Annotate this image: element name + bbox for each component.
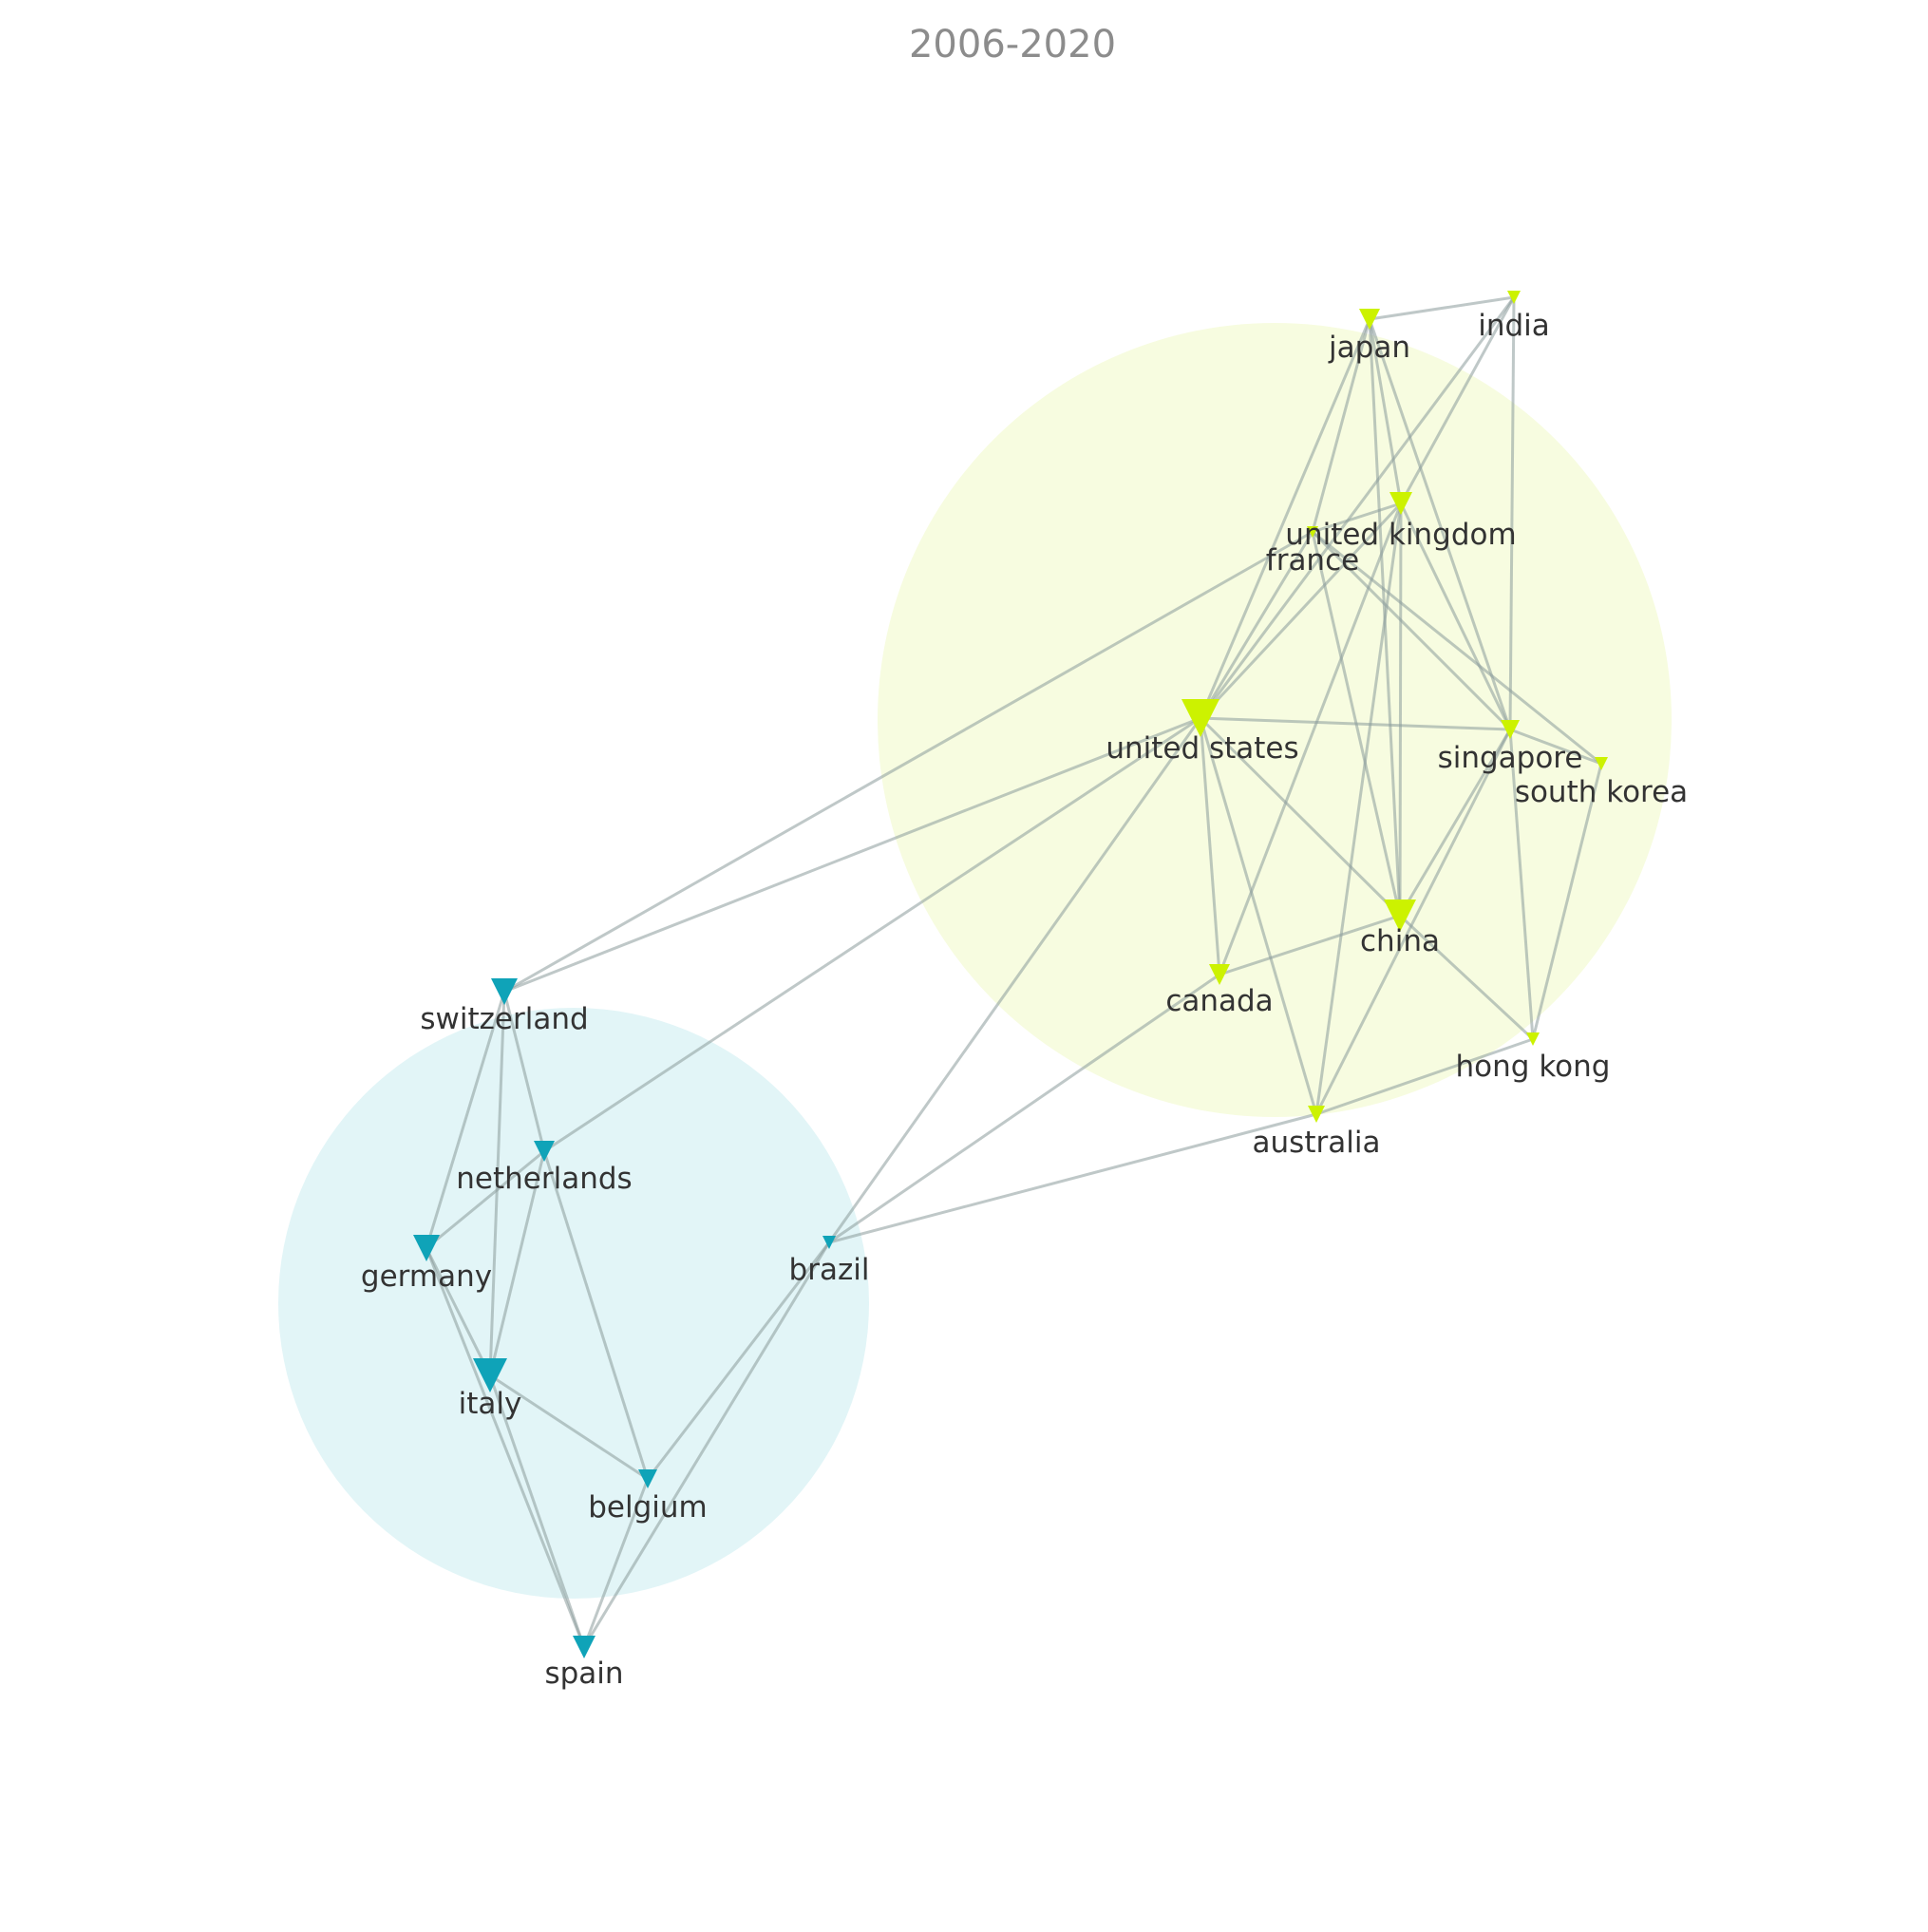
node-japan (1359, 309, 1380, 330)
edge-france-switzerland (503, 530, 1314, 994)
node-label-india: india (1478, 309, 1550, 343)
edge-singapore-china (1398, 729, 1512, 917)
node-spain (573, 1636, 595, 1658)
node-label-australia: australia (1253, 1126, 1381, 1160)
node-netherlands (534, 1141, 555, 1162)
edge-china-hong_kong (1398, 914, 1535, 1041)
edge-italy-spain (488, 1374, 586, 1648)
node-belgium (638, 1469, 657, 1488)
edge-india-united_states (1199, 296, 1516, 719)
edge-hong_kong-australia (1315, 1037, 1534, 1116)
edge-united_kingdom-china (1398, 502, 1403, 917)
edge-netherlands-germany (425, 1149, 545, 1250)
node-label-united_kingdom: united kingdom (1285, 518, 1516, 552)
edge-germany-spain (425, 1247, 586, 1648)
node-layer (413, 291, 1608, 1658)
edge-switzerland-italy (488, 991, 506, 1376)
node-label-belgium: belgium (588, 1490, 708, 1525)
edge-united_kingdom-united_states (1199, 502, 1403, 720)
edge-japan-singapore (1368, 318, 1512, 730)
node-label-singapore: singapore (1438, 741, 1583, 775)
node-label-germany: germany (361, 1260, 492, 1294)
edge-united_states-china (1199, 716, 1402, 918)
node-south_korea (1595, 757, 1608, 770)
node-india (1507, 291, 1521, 304)
edge-united_states-netherlands (543, 716, 1201, 1153)
edge-japan-india (1369, 295, 1515, 321)
node-hong_kong (1526, 1032, 1540, 1046)
edge-germany-italy (425, 1247, 492, 1376)
edge-netherlands-belgium (542, 1150, 650, 1480)
edge-united_states-singapore (1200, 716, 1511, 731)
edge-south_korea-hong_kong (1531, 763, 1603, 1040)
edge-france-united_states (1199, 531, 1314, 719)
edge-netherlands-italy (488, 1150, 546, 1376)
node-label-switzerland: switzerland (420, 1002, 588, 1036)
edge-united_states-australia (1199, 717, 1318, 1115)
node-italy (473, 1358, 507, 1392)
node-label-canada: canada (1165, 984, 1273, 1018)
edge-singapore-hong_kong (1508, 729, 1535, 1040)
edge-switzerland-netherlands (502, 991, 546, 1152)
node-label-united_states: united states (1106, 731, 1298, 766)
edge-switzerland-germany (425, 991, 506, 1249)
node-china (1384, 900, 1416, 932)
node-france (1307, 526, 1318, 538)
edge-france-singapore (1311, 530, 1512, 731)
node-label-south_korea: south korea (1515, 775, 1688, 809)
node-label-china: china (1360, 924, 1440, 958)
edge-australia-brazil (828, 1112, 1317, 1244)
edge-japan-united_states (1199, 318, 1371, 719)
edge-united_kingdom-canada (1218, 502, 1403, 975)
node-label-italy: italy (459, 1387, 522, 1421)
edge-belgium-spain (582, 1478, 650, 1648)
edge-france-south_korea (1312, 530, 1602, 766)
edge-japan-france (1311, 318, 1371, 533)
edge-italy-belgium (489, 1373, 649, 1481)
edge-united_states-brazil (827, 717, 1202, 1243)
edge-canada-brazil (828, 973, 1220, 1244)
edge-singapore-south_korea (1509, 728, 1602, 766)
node-label-hong_kong: hong kong (1456, 1050, 1611, 1084)
edge-united_states-switzerland (503, 716, 1201, 994)
node-label-japan: japan (1328, 331, 1410, 365)
node-label-france: france (1266, 543, 1359, 578)
edge-china-canada (1219, 914, 1401, 976)
node-australia (1308, 1106, 1325, 1123)
edge-brazil-spain (582, 1241, 831, 1648)
edge-united_kingdom-singapore (1399, 502, 1512, 730)
node-brazil (822, 1236, 836, 1249)
node-united_kingdom (1389, 492, 1412, 515)
edge-layer (425, 295, 1603, 1648)
edge-brazil-belgium (646, 1241, 831, 1480)
edge-japan-united_kingdom (1368, 318, 1403, 504)
cluster-region-blue (278, 1008, 869, 1599)
node-switzerland (491, 978, 518, 1005)
node-united_states (1181, 699, 1219, 737)
node-label-spain: spain (544, 1657, 623, 1691)
node-singapore (1501, 720, 1520, 739)
edge-singapore-australia (1314, 729, 1512, 1115)
edge-united_states-canada (1199, 717, 1221, 975)
node-label-netherlands: netherlands (456, 1162, 632, 1196)
node-label-brazil: brazil (789, 1253, 870, 1287)
edge-united_kingdom-france (1312, 502, 1402, 534)
figure-title: 2006-2020 (909, 23, 1116, 66)
node-germany (413, 1235, 440, 1261)
edge-india-singapore (1508, 296, 1516, 730)
edge-india-united_kingdom (1399, 296, 1516, 504)
node-canada (1209, 964, 1230, 985)
